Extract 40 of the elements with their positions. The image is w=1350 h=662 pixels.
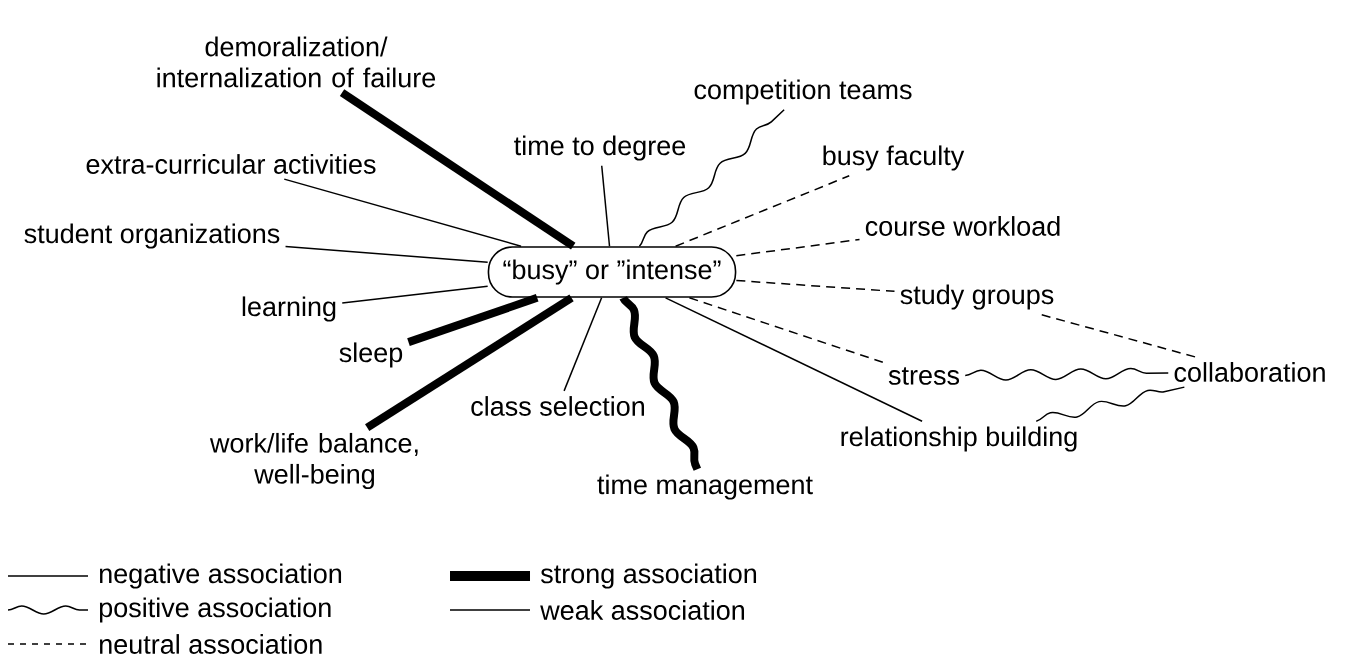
node-label: demoralization/ internalization of failure [157, 36, 436, 88]
legend-label: weak association [540, 600, 744, 620]
node-label: work/life balance, well-being [209, 432, 418, 490]
legend-label: positive association [99, 597, 331, 623]
legend-label: neutral association [100, 634, 322, 654]
connector [601, 165, 611, 247]
node-label: sleep [339, 342, 403, 368]
node-label: time management [597, 474, 813, 500]
connector [964, 367, 1169, 381]
node-label: extra-curricular activities [86, 154, 376, 174]
connector [735, 279, 896, 293]
connector [284, 245, 489, 264]
node-label: course workload [865, 216, 1060, 236]
connector [638, 109, 785, 247]
node-label: competition teams [694, 79, 912, 105]
node-label: time to degree [514, 135, 686, 161]
connector [339, 89, 576, 250]
connector [674, 175, 850, 247]
node-label: collaboration [1174, 362, 1325, 382]
node-label: stress [888, 367, 960, 385]
connector [283, 178, 522, 247]
connector [619, 295, 701, 471]
connector [407, 294, 539, 346]
node-label: learning [242, 296, 336, 322]
node-label: study groups [900, 284, 1054, 310]
rounded-box: “busy” or ”intense” [487, 246, 737, 298]
node-label: relationship building [841, 426, 1077, 452]
connector [664, 297, 923, 422]
legend-label: strong association [540, 563, 757, 589]
connector [365, 294, 574, 432]
connector [688, 297, 884, 363]
connector [1035, 386, 1186, 422]
connector [1041, 314, 1196, 358]
connector [735, 238, 861, 257]
connector [341, 285, 489, 304]
connector [563, 297, 603, 392]
node-label: busy faculty [823, 145, 965, 171]
node-label: class selection [471, 396, 644, 416]
legend-label: negative association [100, 563, 342, 589]
node-label: student organizations [24, 223, 280, 249]
